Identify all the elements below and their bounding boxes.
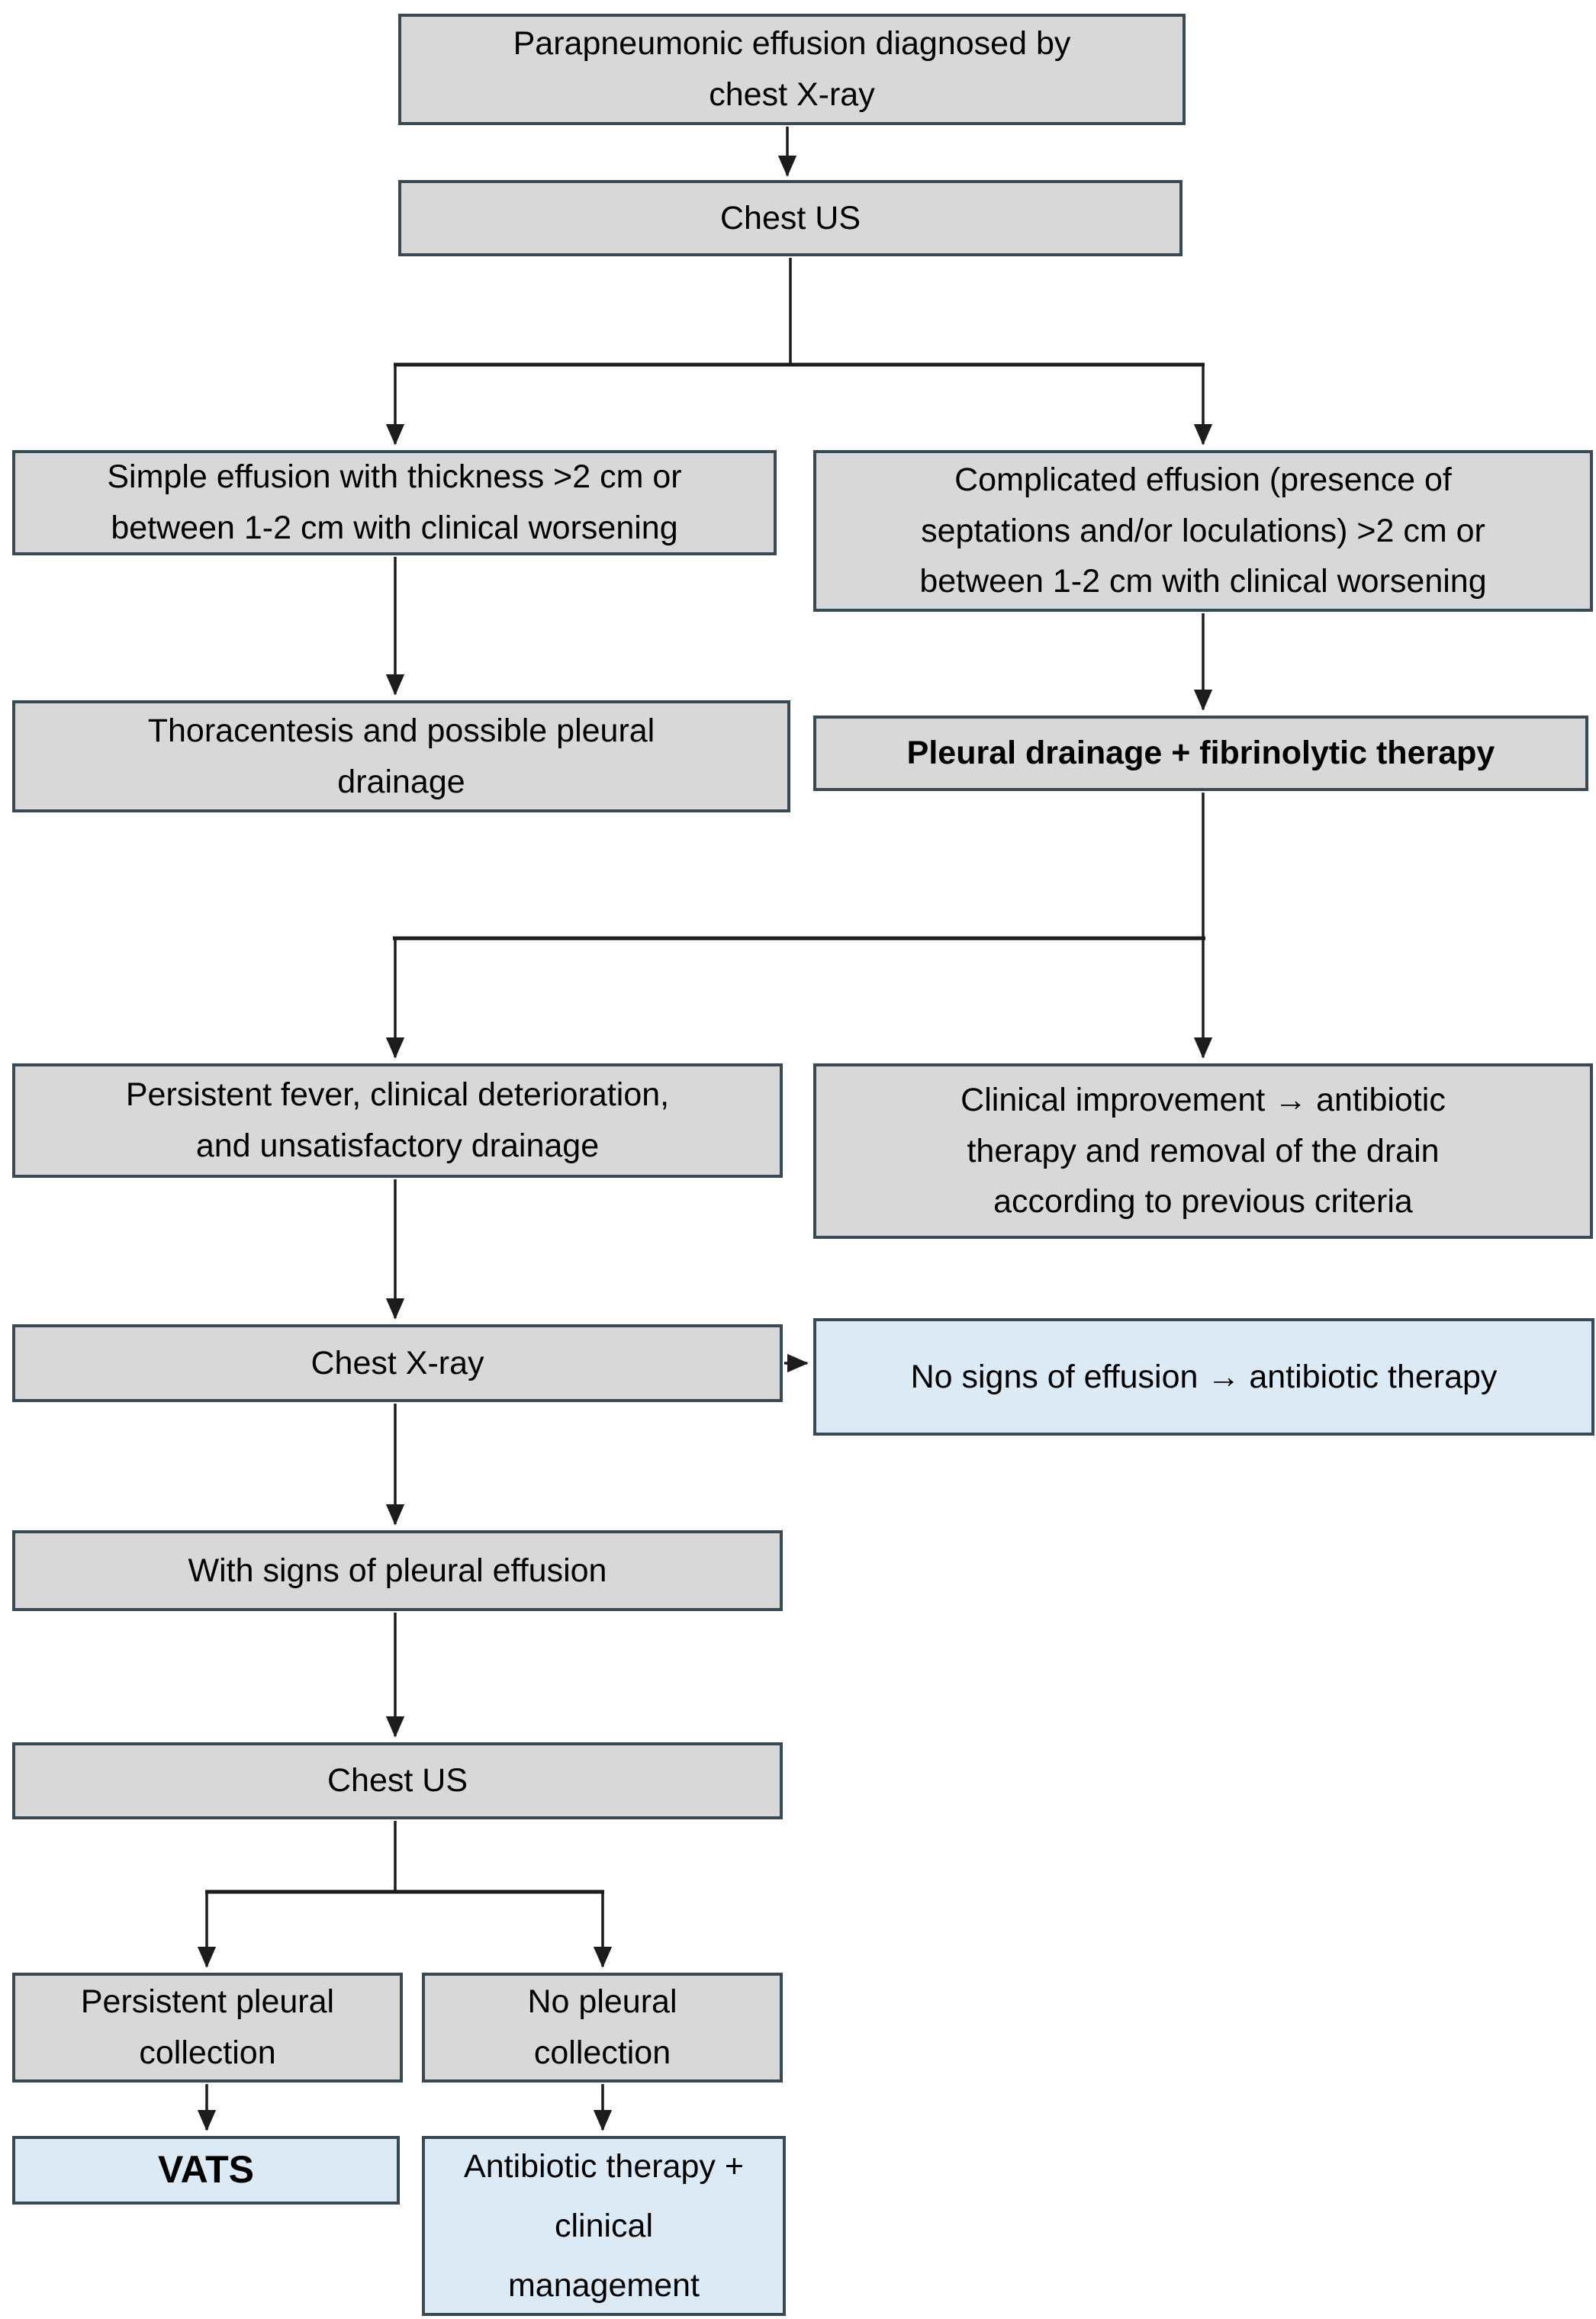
node-antibiotic-therapy-management: Antibiotic therapy + clinical management: [422, 2136, 786, 2316]
node-complicated-effusion: Complicated effusion (presence of septat…: [813, 450, 1593, 612]
node-with-signs-pleural-effusion: With signs of pleural effusion: [12, 1530, 783, 1611]
node-clinical-improvement: Clinical improvement → antibiotic therap…: [813, 1063, 1593, 1239]
node-pleural-drainage-fibrinolytic: Pleural drainage + fibrinolytic therapy: [813, 716, 1588, 791]
node-parapneumonic-effusion-diagnosed: Parapneumonic effusion diagnosed by ches…: [398, 14, 1186, 125]
node-persistent-pleural-collection: Persistent pleural collection: [12, 1973, 403, 2083]
node-no-pleural-collection: No pleural collection: [422, 1973, 783, 2083]
node-no-signs-of-effusion: No signs of effusion → antibiotic therap…: [813, 1318, 1594, 1436]
node-chest-xray: Chest X-ray: [12, 1324, 783, 1402]
node-persistent-fever: Persistent fever, clinical deterioration…: [12, 1063, 783, 1178]
node-chest-us-first: Chest US: [398, 180, 1183, 256]
node-simple-effusion: Simple effusion with thickness >2 cm or …: [12, 450, 777, 555]
node-thoracentesis: Thoracentesis and possible pleural drain…: [12, 700, 790, 812]
node-chest-us-second: Chest US: [12, 1742, 783, 1819]
node-vats: VATS: [12, 2136, 400, 2205]
